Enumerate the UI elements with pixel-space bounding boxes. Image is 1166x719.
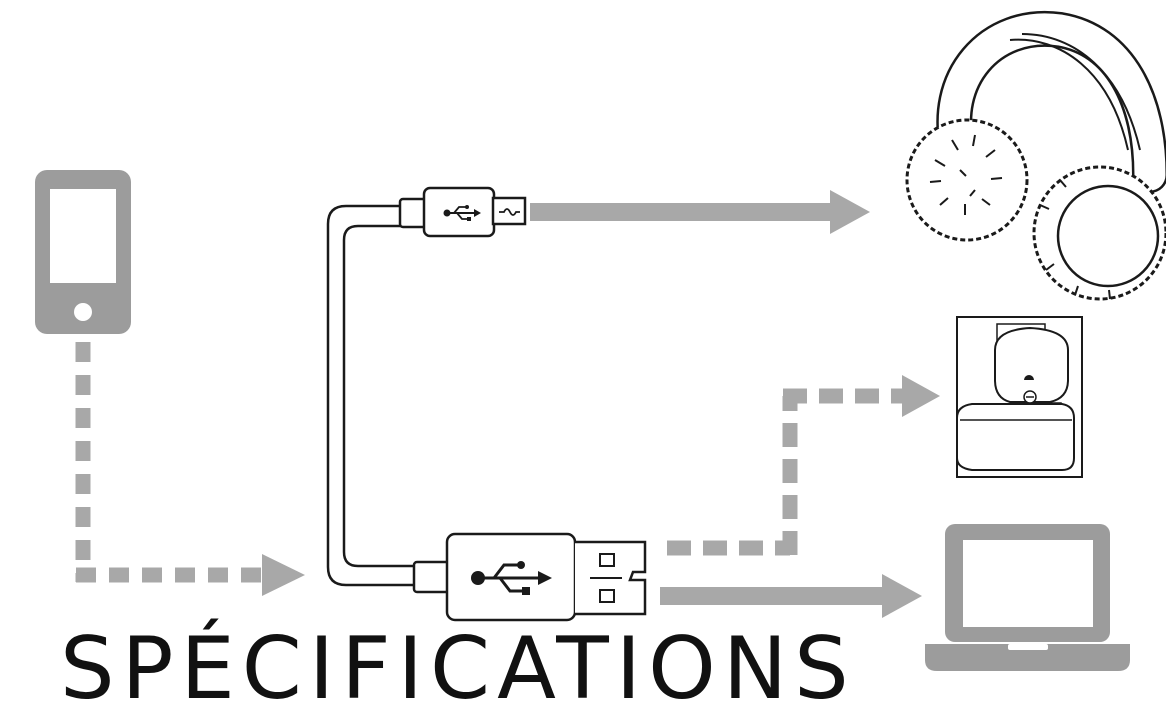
dashed-arrow-to-outlet [667,375,940,556]
dashed-arrow-phone-to-usb [75,342,305,596]
arrow-to-laptop [660,574,922,618]
micro-usb-plug-icon [398,186,527,238]
arrow-to-headphones [530,190,870,234]
wall-outlet-adapter-icon [956,316,1083,478]
charging-diagram [35,10,1166,671]
usb-a-plug-icon [412,532,647,622]
usb-symbol-icon [443,205,481,221]
page-heading: SPÉCIFICATIONS [60,619,856,719]
usb-cable [326,204,418,587]
usb-symbol-icon [471,561,552,595]
smartphone-icon [35,170,131,334]
earmuff-headphones-icon [905,10,1166,301]
laptop-icon [925,524,1130,671]
